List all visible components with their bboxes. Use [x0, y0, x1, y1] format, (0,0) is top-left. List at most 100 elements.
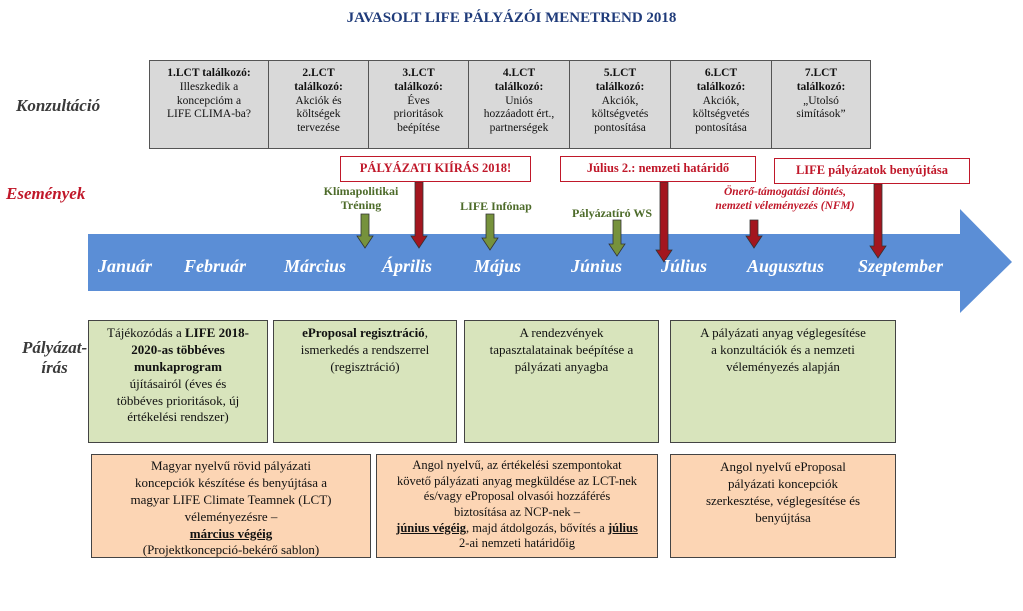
arrow-kiiras [410, 181, 428, 249]
consultation-line: találkozó: [494, 80, 544, 93]
consultation-line: költségek [296, 108, 341, 121]
text: biztosítása az NCP-nek – [453, 504, 580, 519]
event-label-klimapolitikai: Klímapolitikai Tréning [306, 184, 416, 213]
consultation-head: 6.LCT [704, 67, 738, 79]
text: véleményezésre – [184, 508, 278, 524]
text-deadline: március végéig [189, 525, 273, 541]
event-label-line: Tréning [340, 198, 382, 213]
text-bold: 2020-as többéves [131, 341, 225, 357]
row-label-palyazatiras: Pályázat- írás [22, 338, 87, 377]
text: Tájékozódás a [107, 325, 186, 340]
consultation-head: 7.LCT [804, 67, 838, 79]
arrow-onero [745, 219, 763, 249]
consultation-head: 2.LCT [302, 67, 335, 79]
consultation-line: Éves [407, 94, 430, 107]
text: benyújtása [755, 509, 811, 525]
event-label-line: nemzeti véleményezés (NFM) [715, 199, 855, 212]
consultation-box-5: 5.LCT találkozó: Akciók, költségvetés po… [569, 60, 671, 149]
event-label-line: Klímapolitikai [323, 184, 399, 198]
consultation-line: költségvetés [591, 108, 649, 121]
consultation-line: simítások” [796, 108, 846, 121]
month-marcius: Március [284, 256, 347, 276]
text: 2-ai nemzeti határidőig [459, 536, 575, 551]
consultation-line: Uniós [505, 94, 533, 107]
text: véleményezés alapján [726, 358, 840, 374]
event-label-onero: Önerő-támogatási döntés, nemzeti vélemén… [685, 186, 885, 214]
event-label-line: Önerő-támogatási döntés, [723, 186, 847, 198]
consultation-head: 4.LCT [502, 67, 536, 79]
consultation-box-3: 3.LCT találkozó: Éves prioritások beépít… [368, 60, 469, 149]
event-palyazati-kiiras: PÁLYÁZATI KIÍRÁS 2018! [340, 156, 531, 182]
text-deadline: július [607, 520, 638, 535]
text: követő pályázati anyag megküldése az LCT… [396, 473, 638, 488]
green-box-rendezvenyek: A rendezvények tapasztalatainak beépítés… [464, 320, 659, 443]
green-box-eproposal: eProposal regisztráció, ismerkedés a ren… [273, 320, 457, 443]
consultation-line: partnerségek [489, 122, 549, 135]
orange-box-angol-anyag: Angol nyelvű, az értékelési szempontokat… [376, 454, 658, 558]
text-bold: LIFE 2018- [185, 325, 249, 340]
text: újításairól (éves és [129, 375, 227, 391]
consultation-box-4: 4.LCT találkozó: Uniós hozzáadott ért., … [468, 60, 570, 149]
orange-box-magyar-koncepcio: Magyar nyelvű rövid pályázati koncepciók… [91, 454, 371, 558]
consultation-line: találkozó: [294, 80, 343, 93]
row-label-palyazat-1: Pályázat- [22, 338, 88, 357]
text: ismerkedés a rendszerrel [300, 341, 430, 357]
text: A rendezvények [519, 325, 604, 340]
text-bold: eProposal regisztráció [302, 325, 425, 340]
page-title: JAVASOLT LIFE PÁLYÁZÓI MENETREND 2018 [346, 10, 677, 26]
row-label-palyazat-2: írás [41, 357, 68, 377]
text: többéves prioritások, új [116, 392, 240, 408]
consultation-line: költségvetés [692, 108, 750, 121]
text: A pályázati anyag véglegesítése [700, 325, 866, 340]
event-label-ws: Pályázatíró WS [571, 206, 653, 220]
consultation-line: tervezése [297, 122, 340, 135]
consultation-line: Akciók, [702, 94, 740, 107]
consultation-line: LIFE CLIMA-ba? [167, 108, 251, 121]
consultation-line: prioritások [393, 108, 444, 121]
timeline-arrow [88, 209, 1012, 313]
text: pályázati anyagba [514, 358, 609, 374]
month-januar: Január [98, 256, 153, 276]
month-februar: Február [184, 256, 247, 276]
consultation-line: pontosítása [594, 122, 646, 135]
consultation-head: 3.LCT [402, 67, 435, 79]
text: magyar LIFE Climate Teamnek (LCT) [130, 491, 332, 507]
arrow-hatarido [655, 181, 673, 263]
text: Angol nyelvű, az értékelési szempontokat [412, 458, 622, 472]
consultation-head: 5.LCT [603, 67, 637, 79]
consultation-line: találkozó: [394, 80, 443, 93]
consultation-line: hozzáadott ért., [483, 108, 555, 121]
consultation-line: találkozó: [796, 80, 846, 93]
text-bold: munkaprogram [134, 358, 222, 374]
month-augusztus: Augusztus [747, 256, 825, 276]
orange-box-angol-eproposal: Angol nyelvű eProposal pályázati koncepc… [670, 454, 896, 558]
month-szeptember: Szeptember [858, 256, 943, 276]
text: Angol nyelvű eProposal [720, 459, 846, 474]
consultation-line: Akciók, [601, 94, 639, 107]
arrow-ws [608, 219, 626, 257]
consultation-line: Illeszkedik a [179, 80, 239, 93]
consultation-box-1: 1.LCT találkozó: Illeszkedik a koncepció… [149, 60, 269, 149]
text: szerkesztése, véglegesítése és [705, 492, 861, 508]
event-nemzeti-hatarido: Július 2.: nemzeti határidő [560, 156, 756, 182]
text: (regisztráció) [330, 358, 400, 374]
row-label-konzultacio: Konzultáció [16, 96, 101, 115]
consultation-line: találkozó: [696, 80, 746, 93]
consultation-line: pontosítása [695, 122, 747, 135]
event-life-benyujtas: LIFE pályázatok benyújtása [774, 158, 970, 184]
text: , [424, 325, 428, 340]
event-label-infonap: LIFE Infónap [460, 199, 532, 213]
text: (Projektkoncepció-bekérő sablon) [142, 542, 320, 558]
arrow-benyujtas [869, 183, 887, 259]
text: és/vagy eProposal olvasói hozzáférés [423, 489, 611, 504]
month-julius: Július [661, 256, 708, 276]
text: értékelési rendszer) [127, 409, 229, 425]
consultation-box-6: 6.LCT találkozó: Akciók, költségvetés po… [670, 60, 772, 149]
consultation-head: 1.LCT találkozó: [167, 67, 251, 79]
text-deadline: június végéig [396, 520, 466, 535]
consultation-line: beépítése [397, 122, 440, 135]
arrow-klimapolitikai [356, 213, 374, 249]
text: koncepciók készítése és benyújtása a [134, 474, 328, 490]
arrow-infonap [481, 213, 499, 251]
